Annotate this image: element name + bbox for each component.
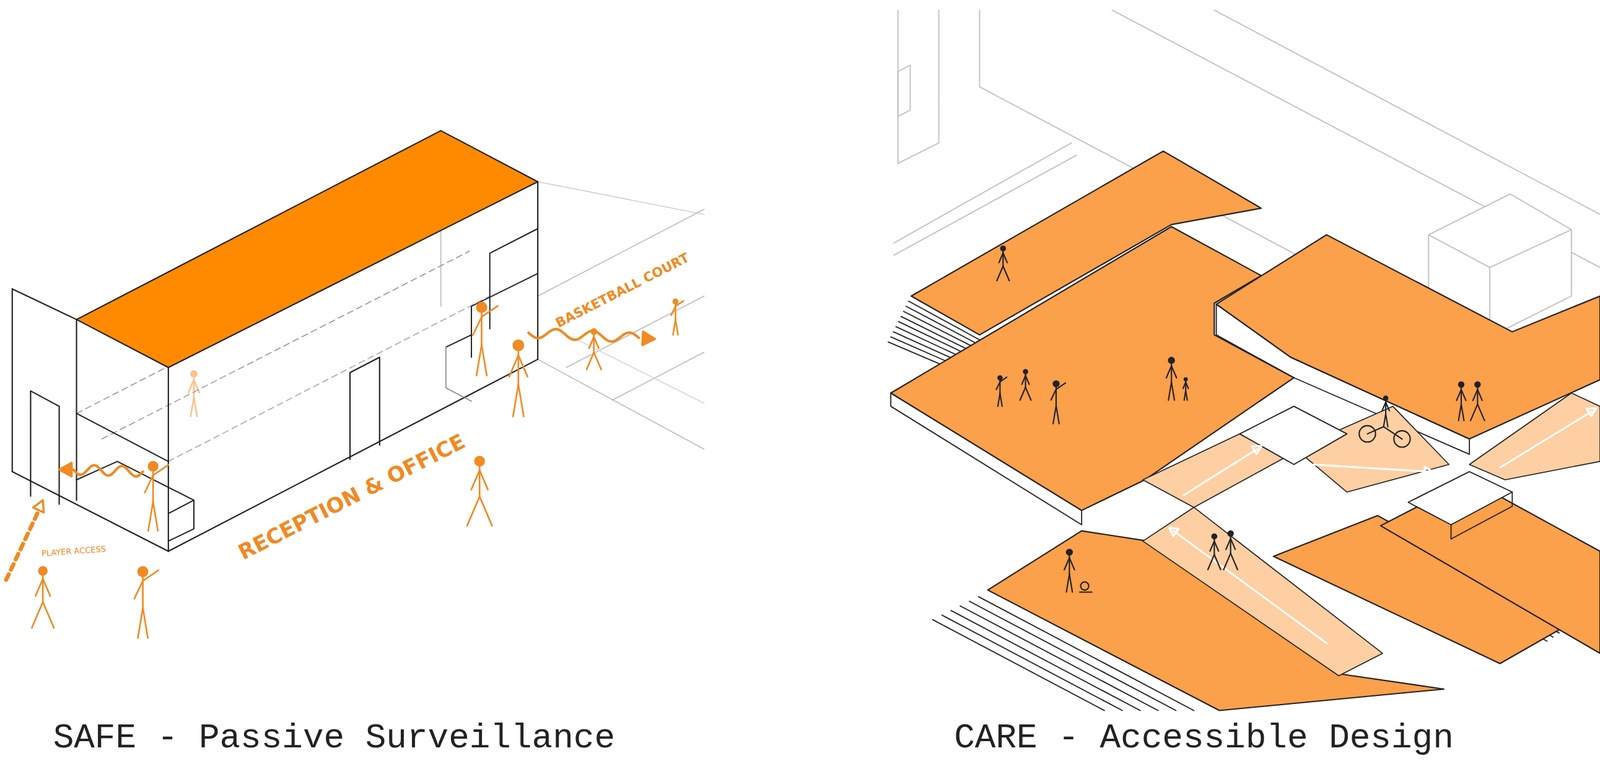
ramp-arrow — [1500, 411, 1592, 468]
person-figure — [1020, 369, 1032, 400]
edge-line — [537, 181, 539, 360]
movement-arrow — [528, 328, 639, 342]
person-figure — [1381, 395, 1390, 427]
person-figure — [134, 566, 159, 638]
person-figure — [467, 455, 492, 526]
caption-text: CARE - Accessible Design — [953, 719, 1454, 758]
edge-line — [76, 413, 169, 461]
edge-line — [12, 288, 77, 320]
person-figure — [1470, 381, 1485, 421]
person-figure — [472, 302, 498, 376]
access-label: PLAYER ACCESS — [40, 544, 106, 559]
area-label: BASKETBALL COURT — [553, 250, 692, 331]
caption-text: SAFE - Passive Surveillance — [53, 719, 616, 758]
ramp — [1142, 507, 1383, 676]
drawing-group — [6, 9, 1600, 710]
door — [349, 357, 380, 460]
arrow-head — [32, 499, 44, 513]
edge-line — [537, 181, 705, 215]
edge-line — [612, 351, 704, 400]
access-arrow — [6, 510, 40, 580]
edge-line — [445, 334, 472, 347]
edge-line — [537, 359, 705, 450]
person-figure — [31, 566, 54, 628]
arrow-head — [1251, 445, 1262, 455]
person-figure — [996, 245, 1010, 281]
edge-line — [1214, 9, 1600, 214]
edge-line — [1450, 491, 1513, 539]
ramp-arrow — [1173, 530, 1327, 643]
arrow-head — [1424, 466, 1433, 476]
edge-line — [11, 288, 14, 472]
roof-plane — [76, 130, 539, 368]
edge-line — [12, 471, 169, 551]
window — [898, 65, 911, 116]
ramp-arrow — [1311, 464, 1429, 473]
dog-figure — [1080, 581, 1089, 590]
person-figure — [1064, 548, 1075, 592]
person-figure — [144, 461, 169, 531]
person-figure — [1183, 377, 1189, 401]
arrow-head — [1586, 408, 1597, 417]
person-figure — [1051, 380, 1067, 424]
counter — [76, 461, 194, 514]
ramp — [1469, 392, 1600, 480]
platform — [1216, 234, 1600, 439]
person-figure — [1207, 533, 1221, 570]
platform — [890, 226, 1294, 511]
movement-arrow — [73, 465, 144, 477]
bicycle-frame — [1367, 426, 1402, 440]
dog-figure — [1079, 590, 1093, 593]
arrow-head — [1169, 527, 1179, 536]
edge-line — [167, 367, 170, 552]
edge-line — [1428, 229, 1572, 268]
edge-line — [898, 102, 940, 164]
person-figure — [509, 340, 528, 417]
counter — [168, 499, 194, 541]
person-figure — [1456, 381, 1466, 421]
bridge-slab — [1407, 471, 1513, 525]
person-figure — [996, 375, 1007, 406]
counter — [445, 346, 472, 401]
area-label: RECEPTION & OFFICE — [234, 429, 469, 565]
bridge-slab — [1239, 406, 1347, 465]
edge-line — [571, 336, 705, 404]
arrow-head — [59, 462, 72, 477]
platform — [1380, 479, 1600, 653]
ramp-arrow — [1183, 449, 1258, 495]
arrow-head — [642, 331, 656, 346]
person-figure — [1223, 530, 1238, 570]
window — [489, 228, 538, 329]
edge-line — [938, 9, 940, 102]
edge-line — [168, 359, 538, 552]
person-figure — [188, 370, 200, 417]
person-figure — [671, 299, 684, 336]
person-figure — [1166, 357, 1177, 401]
door — [30, 390, 59, 505]
